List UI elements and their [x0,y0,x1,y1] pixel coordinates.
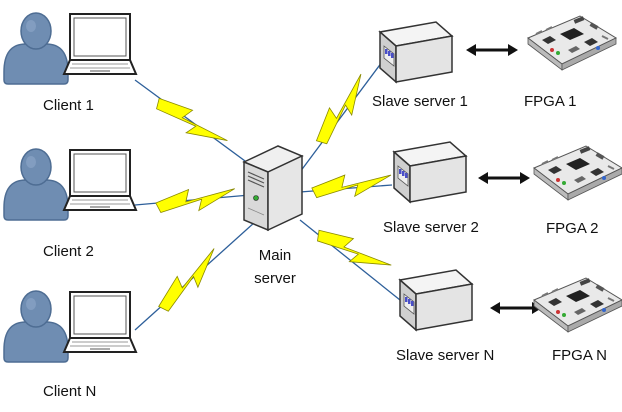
wireless-link-slave-1 [308,71,376,149]
slave-server-2-label: Slave server 2 [383,219,479,236]
wireless-link-client-1 [151,89,231,156]
fpga-1-board-icon [527,15,617,71]
fpga-2-board-icon [533,145,622,201]
fpga-n-board-icon [533,277,622,333]
client-n-person-icon [3,290,69,363]
client-1-laptop-icon [63,13,137,75]
wireless-link-slave-n [312,221,394,282]
client-n-laptop-icon [63,291,137,353]
main-server-label-line1: Main [258,247,292,264]
slave-server-1-label: Slave server 1 [372,93,468,110]
fpga-1-label: FPGA 1 [524,93,577,110]
slave-server-1-icon [379,21,453,83]
client-2-laptop-icon [63,149,137,211]
wireless-link-client-2 [154,184,238,216]
slave-server-n-icon [399,269,473,331]
slave-server-n-label: Slave server N [396,347,495,364]
fpga-n-label: FPGA N [552,347,608,364]
slave-server-2-icon [393,141,467,203]
client-1-label: Client 1 [43,97,94,114]
client-n-label: Client N [43,383,97,400]
wireless-link-client-n [151,245,227,316]
main-server-label-line2: server [254,270,296,287]
fpga-2-label: FPGA 2 [546,220,599,237]
client-2-label: Client 2 [43,243,94,260]
main-server-icon [242,145,304,232]
client-2-person-icon [3,148,69,221]
client-1-person-icon [3,12,69,85]
link-arrow-2 [476,170,532,186]
link-arrow-1 [464,42,520,58]
